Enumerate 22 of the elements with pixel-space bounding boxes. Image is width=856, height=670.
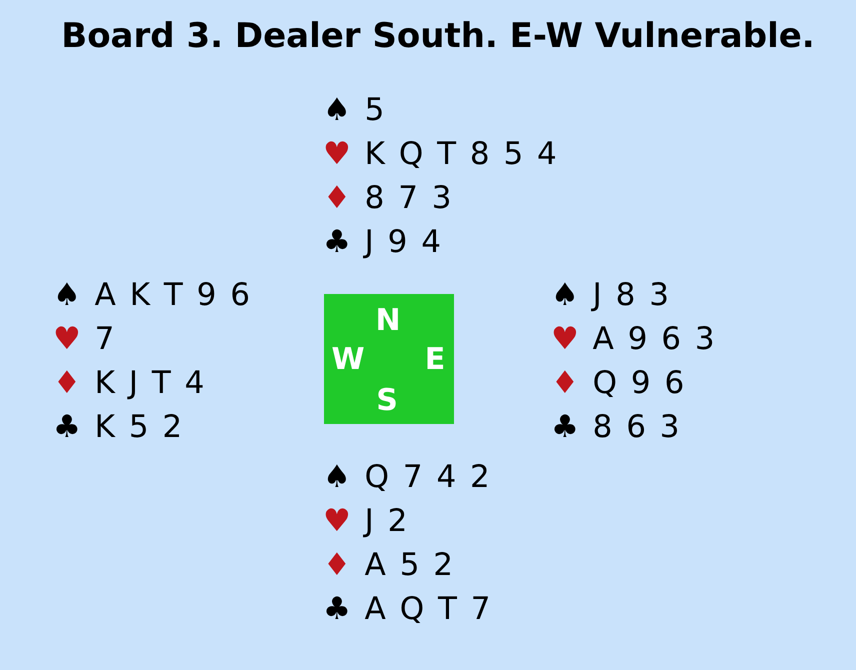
board-title: Board 3. Dealer South. E-W Vulnerable. [61,15,815,58]
suit-holding: ♣ J 9 4 [323,223,443,262]
suit-holding: ♦ Q 9 6 [551,364,686,403]
suit-holding: ♦ A 5 2 [323,546,456,585]
suit-holding: ♣ K 5 2 [53,408,184,447]
suit-holding: ♠ J 8 3 [551,276,671,315]
compass-letter: N [375,305,401,337]
suit-holding: ♠ 5 [323,91,386,130]
compass-letter: S [376,385,398,417]
suit-holding: ♥ A 9 6 3 [551,320,717,359]
compass-letter: W [331,344,365,376]
compass-square [324,294,454,424]
suit-holding: ♥ 7 [53,320,116,359]
compass-letter: E [424,344,446,376]
suit-holding: ♠ A K T 9 6 [53,276,252,315]
suit-holding: ♦ 8 7 3 [323,179,454,218]
suit-holding: ♦ K J T 4 [53,364,206,403]
suit-holding: ♥ K Q T 8 5 4 [323,135,559,174]
suit-holding: ♣ 8 6 3 [551,408,682,447]
suit-holding: ♣ A Q T 7 [323,590,492,629]
suit-holding: ♠ Q 7 4 2 [323,458,492,497]
suit-holding: ♥ J 2 [323,502,410,541]
